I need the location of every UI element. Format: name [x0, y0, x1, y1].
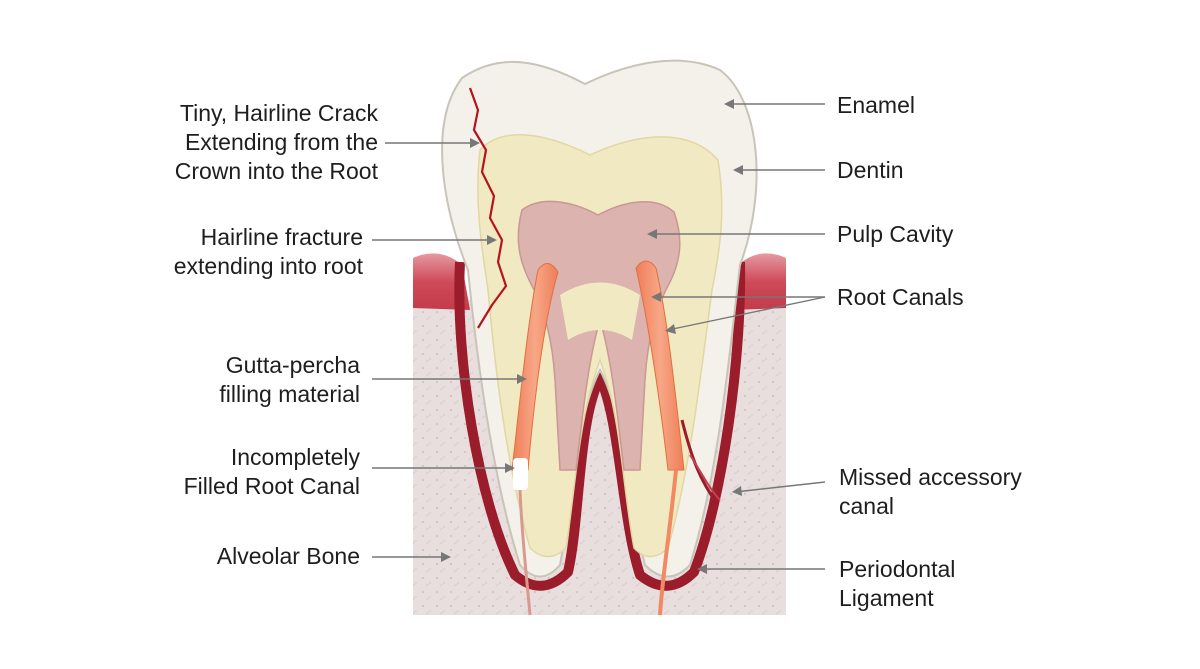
accessory-canal-branch	[689, 454, 721, 501]
left-arrowheads	[441, 138, 527, 562]
label-crack: Tiny, Hairline Crack Extending from the …	[174, 100, 378, 184]
unfilled-void	[513, 458, 528, 490]
label-pulp-cavity: Pulp Cavity	[837, 221, 954, 247]
periodontal-ligament	[454, 261, 746, 591]
label-accessory-canal: Missed accessory canal	[839, 464, 1022, 519]
label-gutta-percha: Gutta-percha filling material	[219, 352, 360, 407]
right-arrowheads	[647, 99, 743, 574]
accessory-canal	[680, 419, 720, 506]
label-dentin: Dentin	[837, 157, 904, 183]
label-alveolar-bone: Alveolar Bone	[216, 543, 360, 569]
label-enamel: Enamel	[837, 92, 915, 118]
right-canal-apex	[658, 469, 678, 616]
right-root-canal	[635, 260, 685, 471]
right-leaders	[650, 103, 826, 570]
label-hairline-fracture: Hairline fracture extending into root	[173, 224, 363, 279]
label-periodontal-ligament: Periodontal Ligament	[839, 556, 956, 611]
left-canal-apex	[518, 489, 532, 616]
pulp-floor	[560, 282, 640, 340]
label-incomplete-fill: Incompletely Filled Root Canal	[183, 444, 360, 499]
left-leaders	[372, 142, 524, 558]
left-root-canal	[511, 263, 559, 471]
hairline-crack	[468, 87, 508, 329]
label-root-canals: Root Canals	[837, 284, 964, 310]
